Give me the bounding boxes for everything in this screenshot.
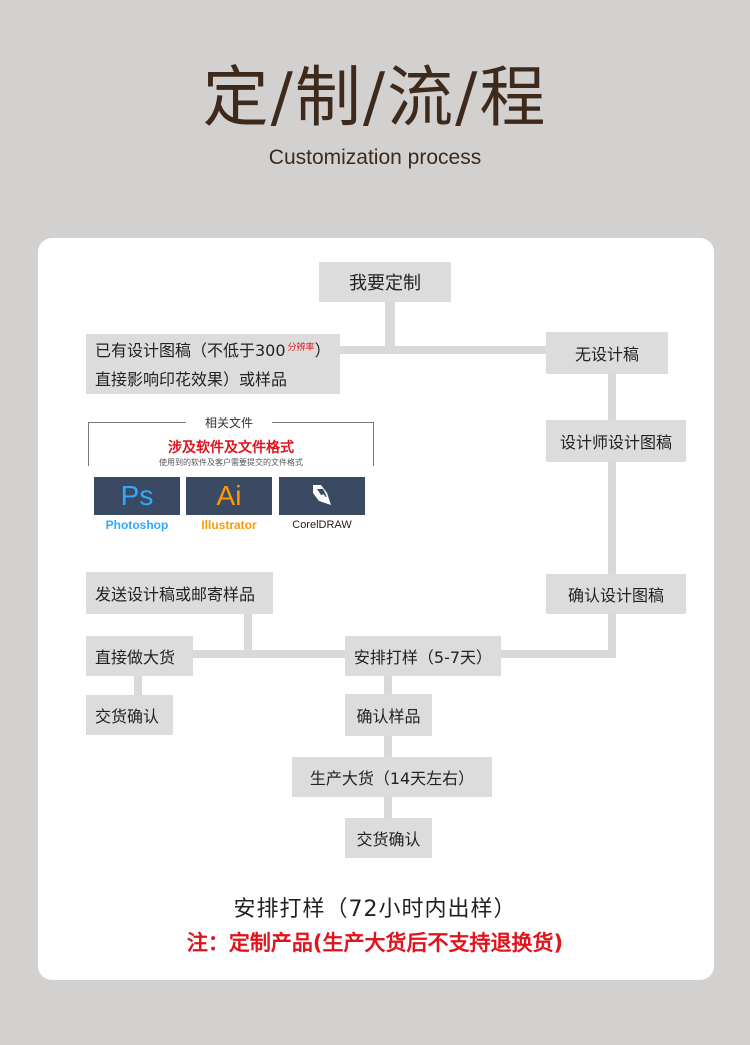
illustrator-icon-text: Ai [216, 480, 242, 511]
illustrator-label: Illustrator [201, 518, 257, 532]
files-note: 使用到的软件及客户需要提交的文件格式 [159, 458, 303, 467]
box-deliver-left: 交货确认 [86, 695, 173, 735]
box-send-design: 发送设计稿或邮寄样品 [86, 572, 273, 614]
photoshop-icon: Ps [94, 477, 180, 515]
connector-line [608, 614, 616, 656]
connector-line [608, 374, 616, 420]
page-title: 定/制/流/程 [202, 59, 548, 136]
footer-sample-time: 安排打样（72小时内出样） [233, 897, 517, 922]
photoshop-label: Photoshop [105, 518, 169, 532]
connector-line [384, 736, 392, 757]
connector-line [193, 650, 345, 658]
coreldraw-icon [279, 477, 365, 515]
connector-line [340, 346, 546, 354]
box-designer: 设计师设计图稿 [546, 420, 686, 462]
pen-nib-icon [313, 485, 331, 505]
coreldraw-label: CorelDRAW [292, 519, 352, 531]
connector-line [501, 650, 616, 658]
connector-line [608, 462, 616, 574]
connector-line [385, 302, 395, 350]
box-confirm-design: 确认设计图稿 [546, 574, 686, 614]
connector-line [384, 676, 392, 694]
box-direct-bulk: 直接做大货 [86, 636, 193, 676]
box-mass-production: 生产大货（14天左右） [292, 757, 492, 797]
page-subtitle: Customization process [268, 146, 482, 169]
box-arrange-sample: 安排打样（5-7天） [345, 636, 501, 676]
box-start: 我要定制 [319, 262, 451, 302]
box-confirm-sample: 确认样品 [345, 694, 432, 736]
connector-line [244, 614, 252, 656]
box-deliver-center: 交货确认 [345, 818, 432, 858]
footer-note: 注：定制产品(生产大货后不支持退换货) [186, 931, 564, 955]
files-formats-heading: 涉及软件及文件格式 [168, 440, 294, 456]
connector-line [134, 675, 142, 695]
has-design-line2: 直接影响印花效果）或样品 [95, 370, 288, 389]
connector-line [384, 797, 392, 818]
illustrator-icon: Ai [186, 477, 272, 515]
photoshop-icon-text: Ps [120, 480, 154, 511]
box-no-design: 无设计稿 [546, 332, 668, 374]
files-title: 相关文件 [186, 414, 272, 432]
